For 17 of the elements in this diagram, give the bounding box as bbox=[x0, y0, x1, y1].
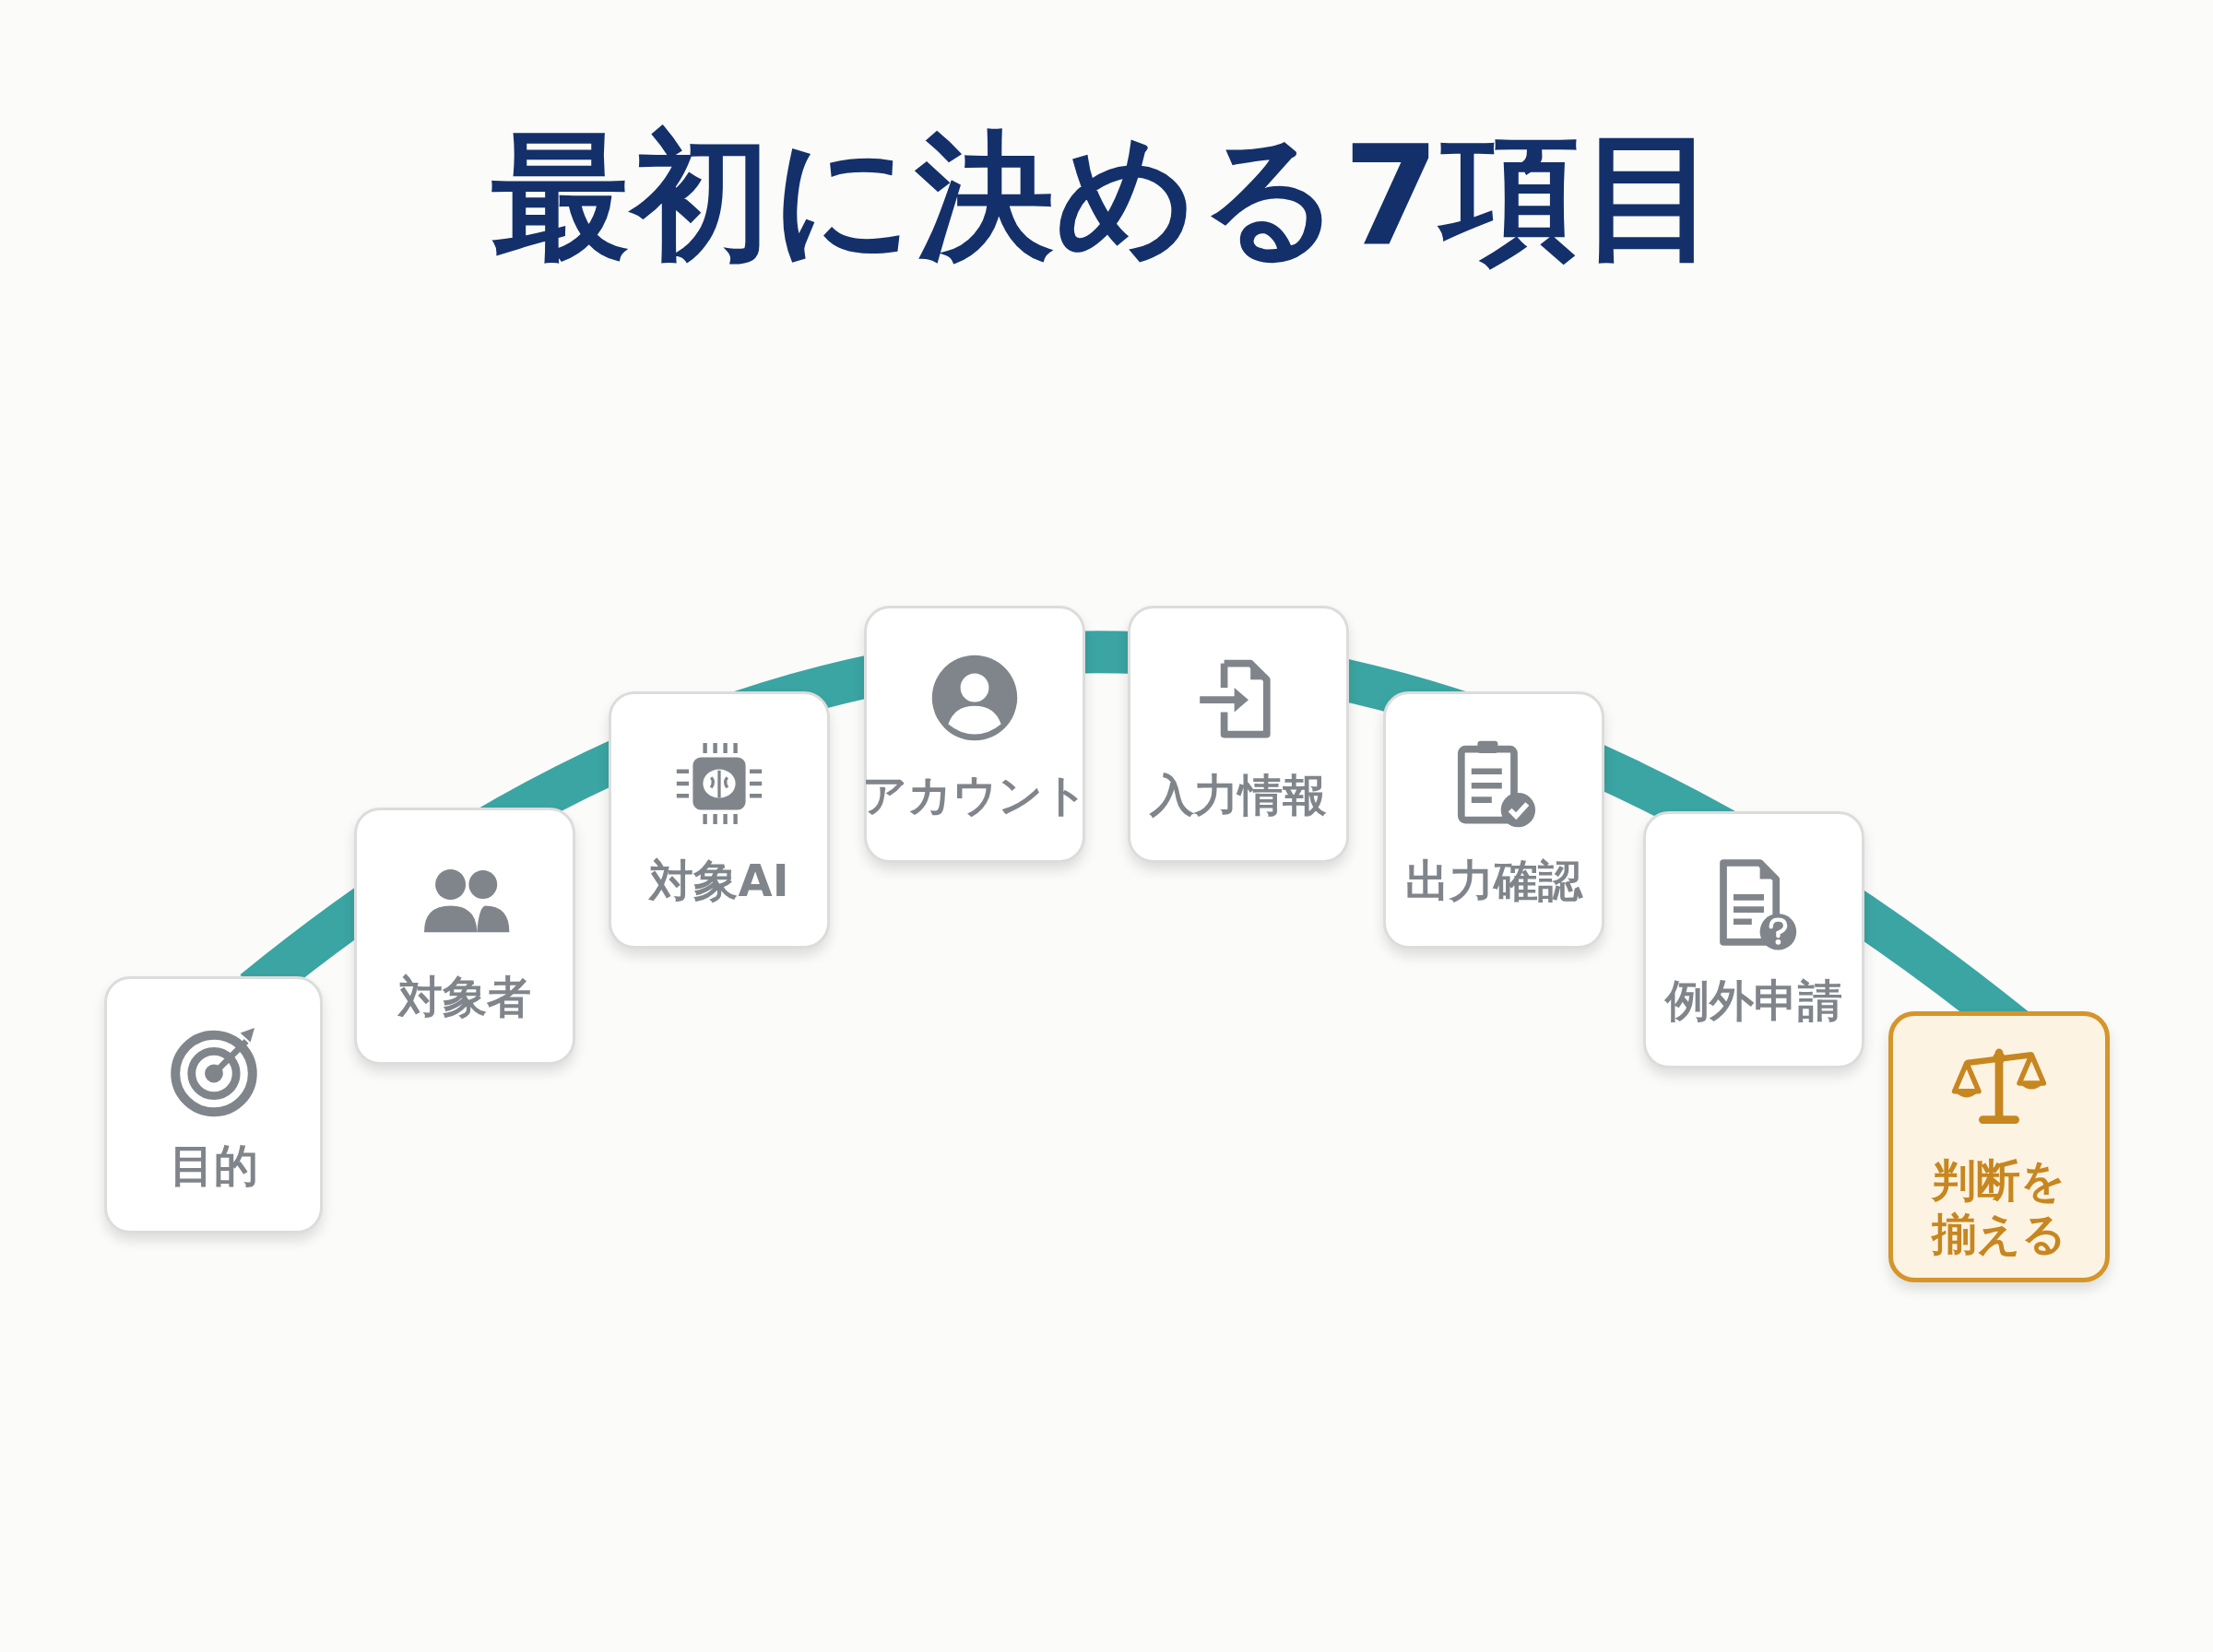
item-card bbox=[104, 976, 323, 1233]
item-card bbox=[609, 691, 830, 949]
item-label: アカウント bbox=[861, 768, 1088, 822]
item-card bbox=[864, 606, 1085, 863]
title: 最初に決める7項目 bbox=[491, 116, 1722, 277]
item-label: 例外申請 bbox=[1665, 974, 1842, 1028]
item-label: 対象者 bbox=[398, 970, 531, 1024]
item-card bbox=[1888, 1011, 2110, 1282]
item-label: 出力確認 bbox=[1405, 854, 1582, 908]
item-label: 判断を揃える bbox=[1930, 1154, 2067, 1261]
item-card bbox=[1383, 691, 1604, 949]
item-label: 対象AI bbox=[649, 854, 789, 908]
item-label: 目的 bbox=[169, 1139, 258, 1193]
item-card bbox=[354, 808, 575, 1065]
item-card bbox=[1643, 811, 1864, 1068]
item-card bbox=[1128, 606, 1349, 863]
item-label: 入力情報 bbox=[1150, 768, 1327, 822]
